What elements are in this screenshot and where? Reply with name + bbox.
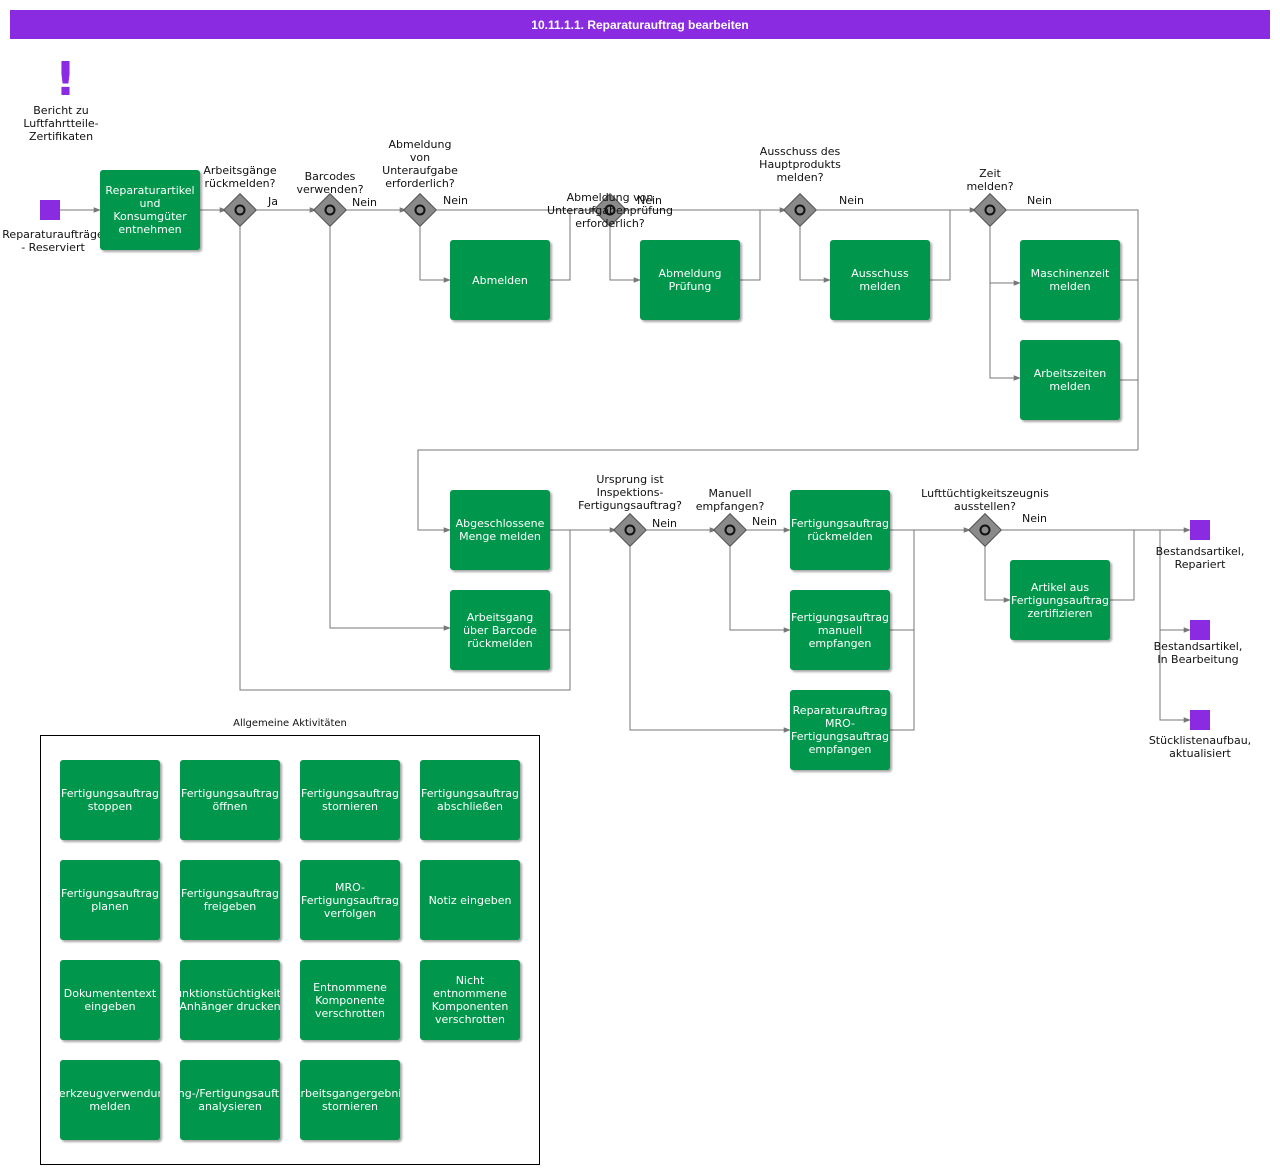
gateway-label: Barcodes verwenden?: [296, 170, 364, 196]
end-event-label: Bestandsartikel, Repariert: [1155, 545, 1245, 571]
flow-label-nein: Nein: [752, 515, 778, 528]
flow-label-nein: Nein: [839, 194, 865, 207]
task-abmeldung-pruefung[interactable]: Abmeldung Prüfung: [640, 240, 740, 320]
task-ausschuss-melden[interactable]: Ausschuss melden: [830, 240, 930, 320]
general-task[interactable]: Fertigungsauftrag stornieren: [300, 760, 400, 840]
general-task[interactable]: Fertigungsauftrag abschließen: [420, 760, 520, 840]
gateway-label: Ausschuss des Hauptprodukts melden?: [759, 145, 841, 184]
flow-label-nein: Nein: [443, 194, 469, 207]
gateway-label: Abmeldung von Unteraufgabe erforderlich?: [382, 138, 458, 190]
task-abmelden[interactable]: Abmelden: [450, 240, 550, 320]
gateway-label: Abmeldung von Unteraufgabenprüfung erfor…: [547, 191, 673, 230]
end-event-in-bearbeitung[interactable]: [1190, 620, 1210, 640]
general-task[interactable]: Fertigungsauftrag freigeben: [180, 860, 280, 940]
end-event-label: Bestandsartikel, In Bearbeitung: [1153, 640, 1243, 666]
exclamation-icon: !: [55, 52, 76, 106]
flow-label-ja: Ja: [268, 195, 278, 208]
task-maschinenzeit-melden[interactable]: Maschinenzeit melden: [1020, 240, 1120, 320]
general-task[interactable]: MRO- Fertigungsauftrag verfolgen: [300, 860, 400, 940]
gateway-label: Arbeitsgänge rückmelden?: [203, 164, 277, 190]
flow-label-nein: Nein: [1027, 194, 1053, 207]
task-abgeschlossene-menge[interactable]: Abgeschlossene Menge melden: [450, 490, 550, 570]
gateway-label: Zeit melden?: [966, 167, 1014, 193]
end-event-label: Stücklistenaufbau, aktualisiert: [1148, 734, 1252, 760]
task-arbeitszeiten-melden[interactable]: Arbeitszeiten melden: [1020, 340, 1120, 420]
gateway-label: Manuell empfangen?: [695, 487, 765, 513]
gateway-label: Lufttüchtigkeitszeugnis ausstellen?: [921, 487, 1049, 513]
task-fa-rueckmelden[interactable]: Fertigungsauftrag rückmelden: [790, 490, 890, 570]
end-event-repariert[interactable]: [1190, 520, 1210, 540]
start-event-label: Reparaturaufträge - Reserviert: [2, 228, 104, 254]
general-task[interactable]: Dokumententext eingeben: [60, 960, 160, 1040]
task-arbeitsgang-barcode[interactable]: Arbeitsgang über Barcode rückmelden: [450, 590, 550, 670]
task-zertifizieren[interactable]: Artikel aus Fertigungsauftrag zertifizie…: [1010, 560, 1110, 640]
general-task[interactable]: Funktionstüchtigkeits- Anhänger drucken: [180, 960, 280, 1040]
task-entnehmen[interactable]: Reparaturartikel und Konsumgüter entnehm…: [100, 170, 200, 250]
start-event[interactable]: [40, 200, 60, 220]
task-mro-empfangen[interactable]: Reparaturauftrag MRO- Fertigungsauftrag …: [790, 690, 890, 770]
flow-label-nein: Nein: [652, 517, 678, 530]
flow-label-nein: Nein: [637, 194, 663, 207]
general-task[interactable]: Arbeitsgang-/Fertigungsauftragsdaten ana…: [180, 1060, 280, 1140]
general-activities-box: [40, 735, 540, 1165]
end-event-stueckliste[interactable]: [1190, 710, 1210, 730]
flow-label-nein: Nein: [1022, 512, 1048, 525]
general-task[interactable]: Fertigungsauftrag stoppen: [60, 760, 160, 840]
general-task[interactable]: Werkzeugverwendung melden: [60, 1060, 160, 1140]
note-label: Bericht zu Luftfahrtteile- Zertifikaten: [23, 104, 99, 143]
flow-label-nein: Nein: [352, 196, 378, 209]
task-fa-manuell-empfangen[interactable]: Fertigungsauftrag manuell empfangen: [790, 590, 890, 670]
page-title: 10.11.1.1. Reparaturauftrag bearbeiten: [10, 10, 1270, 39]
general-activities-label: Allgemeine Aktivitäten: [233, 718, 347, 729]
general-task[interactable]: Fertigungsauftrag öffnen: [180, 760, 280, 840]
general-task[interactable]: Fertigungsauftrag planen: [60, 860, 160, 940]
general-task[interactable]: Arbeitsgangergebnis stornieren: [300, 1060, 400, 1140]
general-task[interactable]: Notiz eingeben: [420, 860, 520, 940]
general-task[interactable]: Entnommene Komponente verschrotten: [300, 960, 400, 1040]
general-task[interactable]: Nicht entnommene Komponenten verschrotte…: [420, 960, 520, 1040]
gateway-label: Ursprung ist Inspektions- Fertigungsauft…: [578, 473, 682, 512]
